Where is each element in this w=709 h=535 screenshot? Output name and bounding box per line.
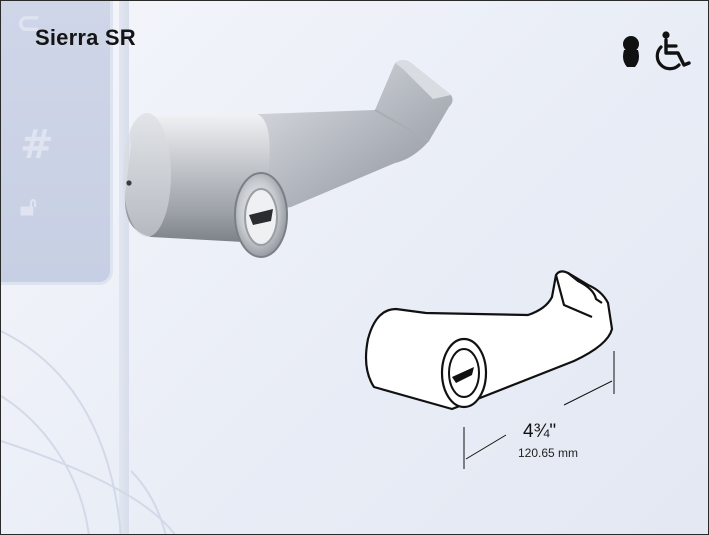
dimension-metric: 120.65 mm [518,446,579,460]
wheelchair-accessible-icon [655,31,691,71]
lever-line-drawing [364,270,615,469]
keyhole-icon [623,36,639,67]
background-keypad-key-icon: ⊂ [16,6,42,41]
background-hash-icon: # [20,122,54,168]
dimension-imperial: 4¾" [523,421,557,442]
background-keypad-illustration: # 🔓︎ ⊂ [1,1,113,285]
lever-handle-photo [123,60,453,258]
background-unlock-icon: 🔓︎ [20,192,37,222]
product-title: Sierra SR [35,25,136,50]
background-door-edge [119,1,129,534]
